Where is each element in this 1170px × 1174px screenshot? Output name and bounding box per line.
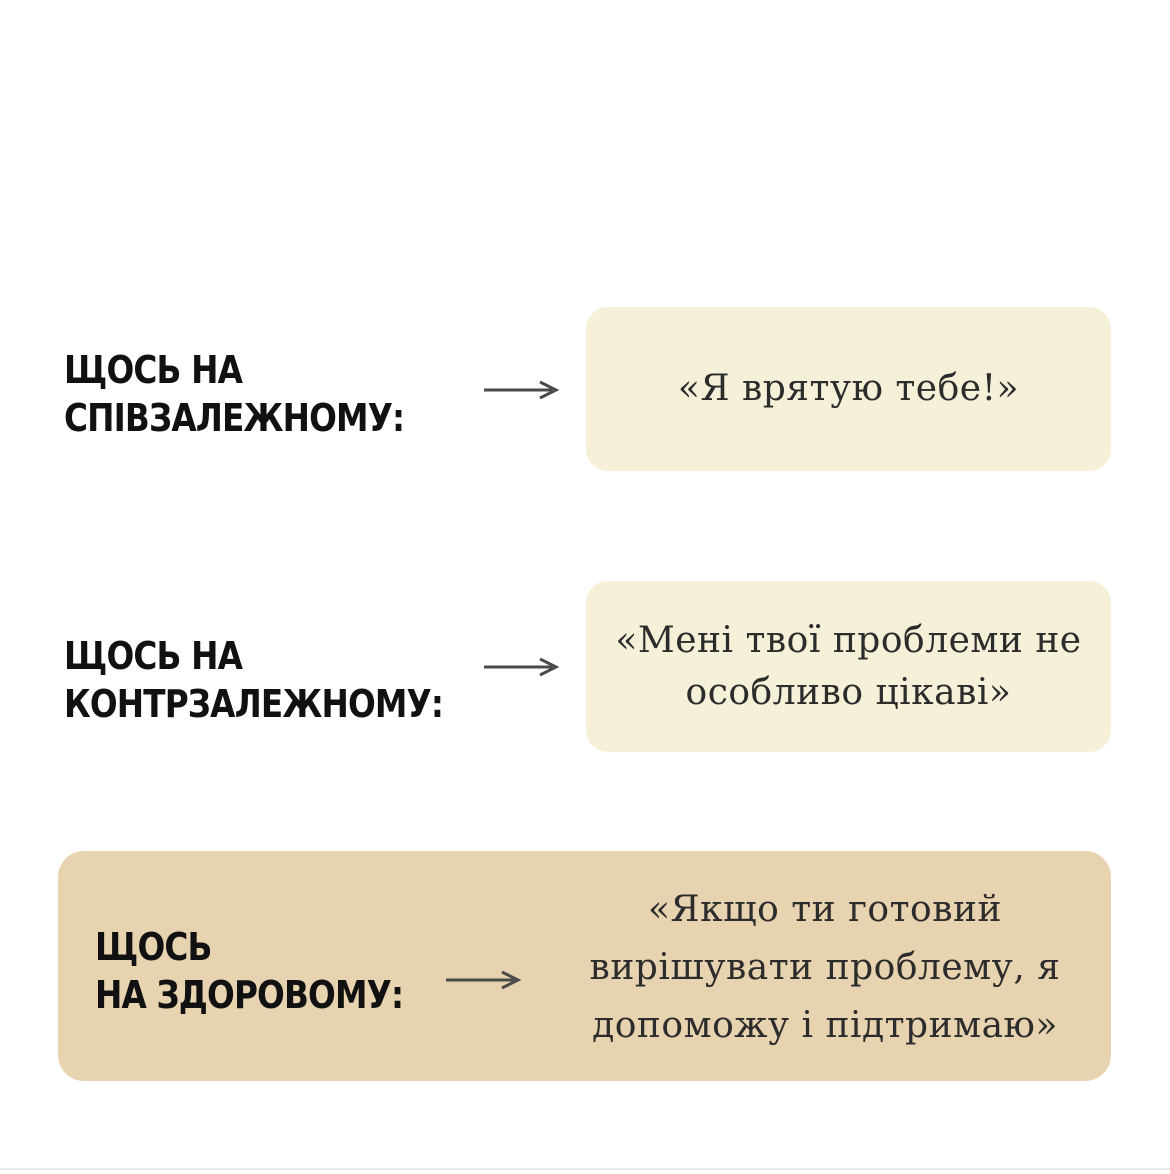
- healthy-section-background: [58, 851, 1111, 1081]
- bottom-divider: [0, 1168, 1170, 1170]
- quote-box-healthy: «Якщо ти готовий вирішувати проблему, я …: [540, 880, 1110, 1056]
- quote-box-codependent: «Я врятую тебе!»: [586, 307, 1111, 471]
- row-label-line: ЩОСЬ: [95, 925, 212, 969]
- row-label-line: СПІВЗАЛЕЖНОМУ:: [64, 396, 405, 440]
- quote-line: «Мені твої проблеми не: [615, 619, 1082, 661]
- row-label-line: КОНТРЗАЛЕЖНОМУ:: [64, 682, 444, 726]
- arrow-right-icon: [484, 380, 560, 400]
- quote-line: допоможу і підтримаю»: [592, 1005, 1058, 1046]
- arrow-right-icon: [446, 970, 522, 990]
- row-label-line: ЩОСЬ НА: [64, 634, 243, 678]
- quote-line: «Я врятую тебе!»: [677, 368, 1020, 409]
- row-label-codependent: ЩОСЬ НА СПІВЗАЛЕЖНОМУ:: [64, 346, 405, 442]
- row-label-healthy: ЩОСЬ НА ЗДОРОВОМУ:: [95, 923, 404, 1019]
- quote-line: «Якщо ти готовий: [648, 889, 1002, 930]
- row-label-line: НА ЗДОРОВОМУ:: [95, 973, 404, 1017]
- quote-text: «Мені твої проблеми не особливо цікаві»: [615, 615, 1081, 719]
- quote-text: «Якщо ти готовий вирішувати проблему, я …: [590, 881, 1061, 1055]
- quote-line: особливо цікаві»: [685, 671, 1012, 713]
- arrow-right-icon: [484, 657, 560, 677]
- quote-text: «Я врятую тебе!»: [678, 363, 1019, 415]
- row-label-counterdependent: ЩОСЬ НА КОНТРЗАЛЕЖНОМУ:: [64, 632, 444, 728]
- row-label-line: ЩОСЬ НА: [64, 348, 243, 392]
- quote-line: вирішувати проблему, я: [589, 947, 1061, 988]
- quote-box-counterdependent: «Мені твої проблеми не особливо цікаві»: [586, 581, 1111, 752]
